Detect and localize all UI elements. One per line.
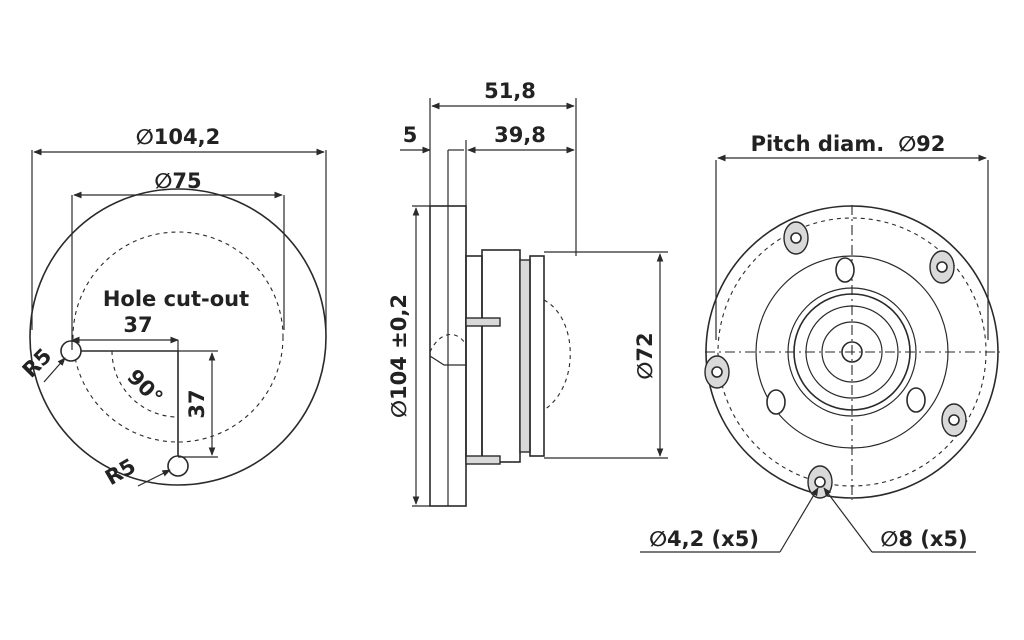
- outer-diameter-label: ∅104,2: [136, 125, 220, 149]
- hole-width-label: 37: [123, 313, 152, 337]
- radius-top-label: R5: [18, 344, 57, 383]
- mount-hole: [835, 257, 855, 283]
- body-depth-label: 39,8: [494, 123, 546, 147]
- center-pole: [841, 341, 863, 363]
- terminal-bottom: [465, 455, 501, 465]
- mounting-holes: [766, 257, 926, 415]
- inner-diameter-label: ∅75: [154, 169, 201, 193]
- r5-top-hole: [60, 340, 82, 362]
- small-hole-label: ∅4,2 (x5): [649, 527, 759, 551]
- pitch-label: Pitch diam.: [751, 132, 885, 156]
- angle-label: 90°: [122, 365, 167, 410]
- pitch-diameter-value: ∅92: [898, 132, 945, 156]
- large-hole-label: ∅8 (x5): [880, 527, 967, 551]
- rear-view: Pitch diam. ∅92 ∅4,2 (x5) ∅8 (x5): [640, 132, 1000, 553]
- angle-arc: [111, 350, 179, 418]
- body-diameter-label: ∅72: [633, 332, 657, 379]
- hole-cutout-corner: [72, 350, 179, 457]
- radius-bottom-label: R5: [101, 454, 140, 490]
- mount-hole: [766, 389, 786, 415]
- outer-flange-circle: [29, 188, 327, 486]
- side-view: 51,8 5 39,8 ∅104 ±0,2 ∅72: [387, 79, 668, 507]
- total-depth-label: 51,8: [484, 79, 536, 103]
- terminal-top: [465, 317, 501, 327]
- bolt-holes: [704, 221, 967, 499]
- hole-height-label: 37: [185, 389, 209, 418]
- hole-cutout-title: Hole cut-out: [103, 287, 249, 311]
- dome-outline: [543, 299, 571, 411]
- front-view: ∅104,2 ∅75 Hole cut-out 37 37 R5 R5 90°: [18, 125, 327, 490]
- mount-hole: [906, 387, 926, 413]
- pitch-diameter-title: Pitch diam. ∅92: [751, 132, 946, 156]
- flange-thickness-label: 5: [403, 123, 418, 147]
- motor-housing: [481, 249, 521, 463]
- r5-bottom-hole: [167, 455, 189, 477]
- flange-diameter-label: ∅104 ±0,2: [387, 294, 411, 418]
